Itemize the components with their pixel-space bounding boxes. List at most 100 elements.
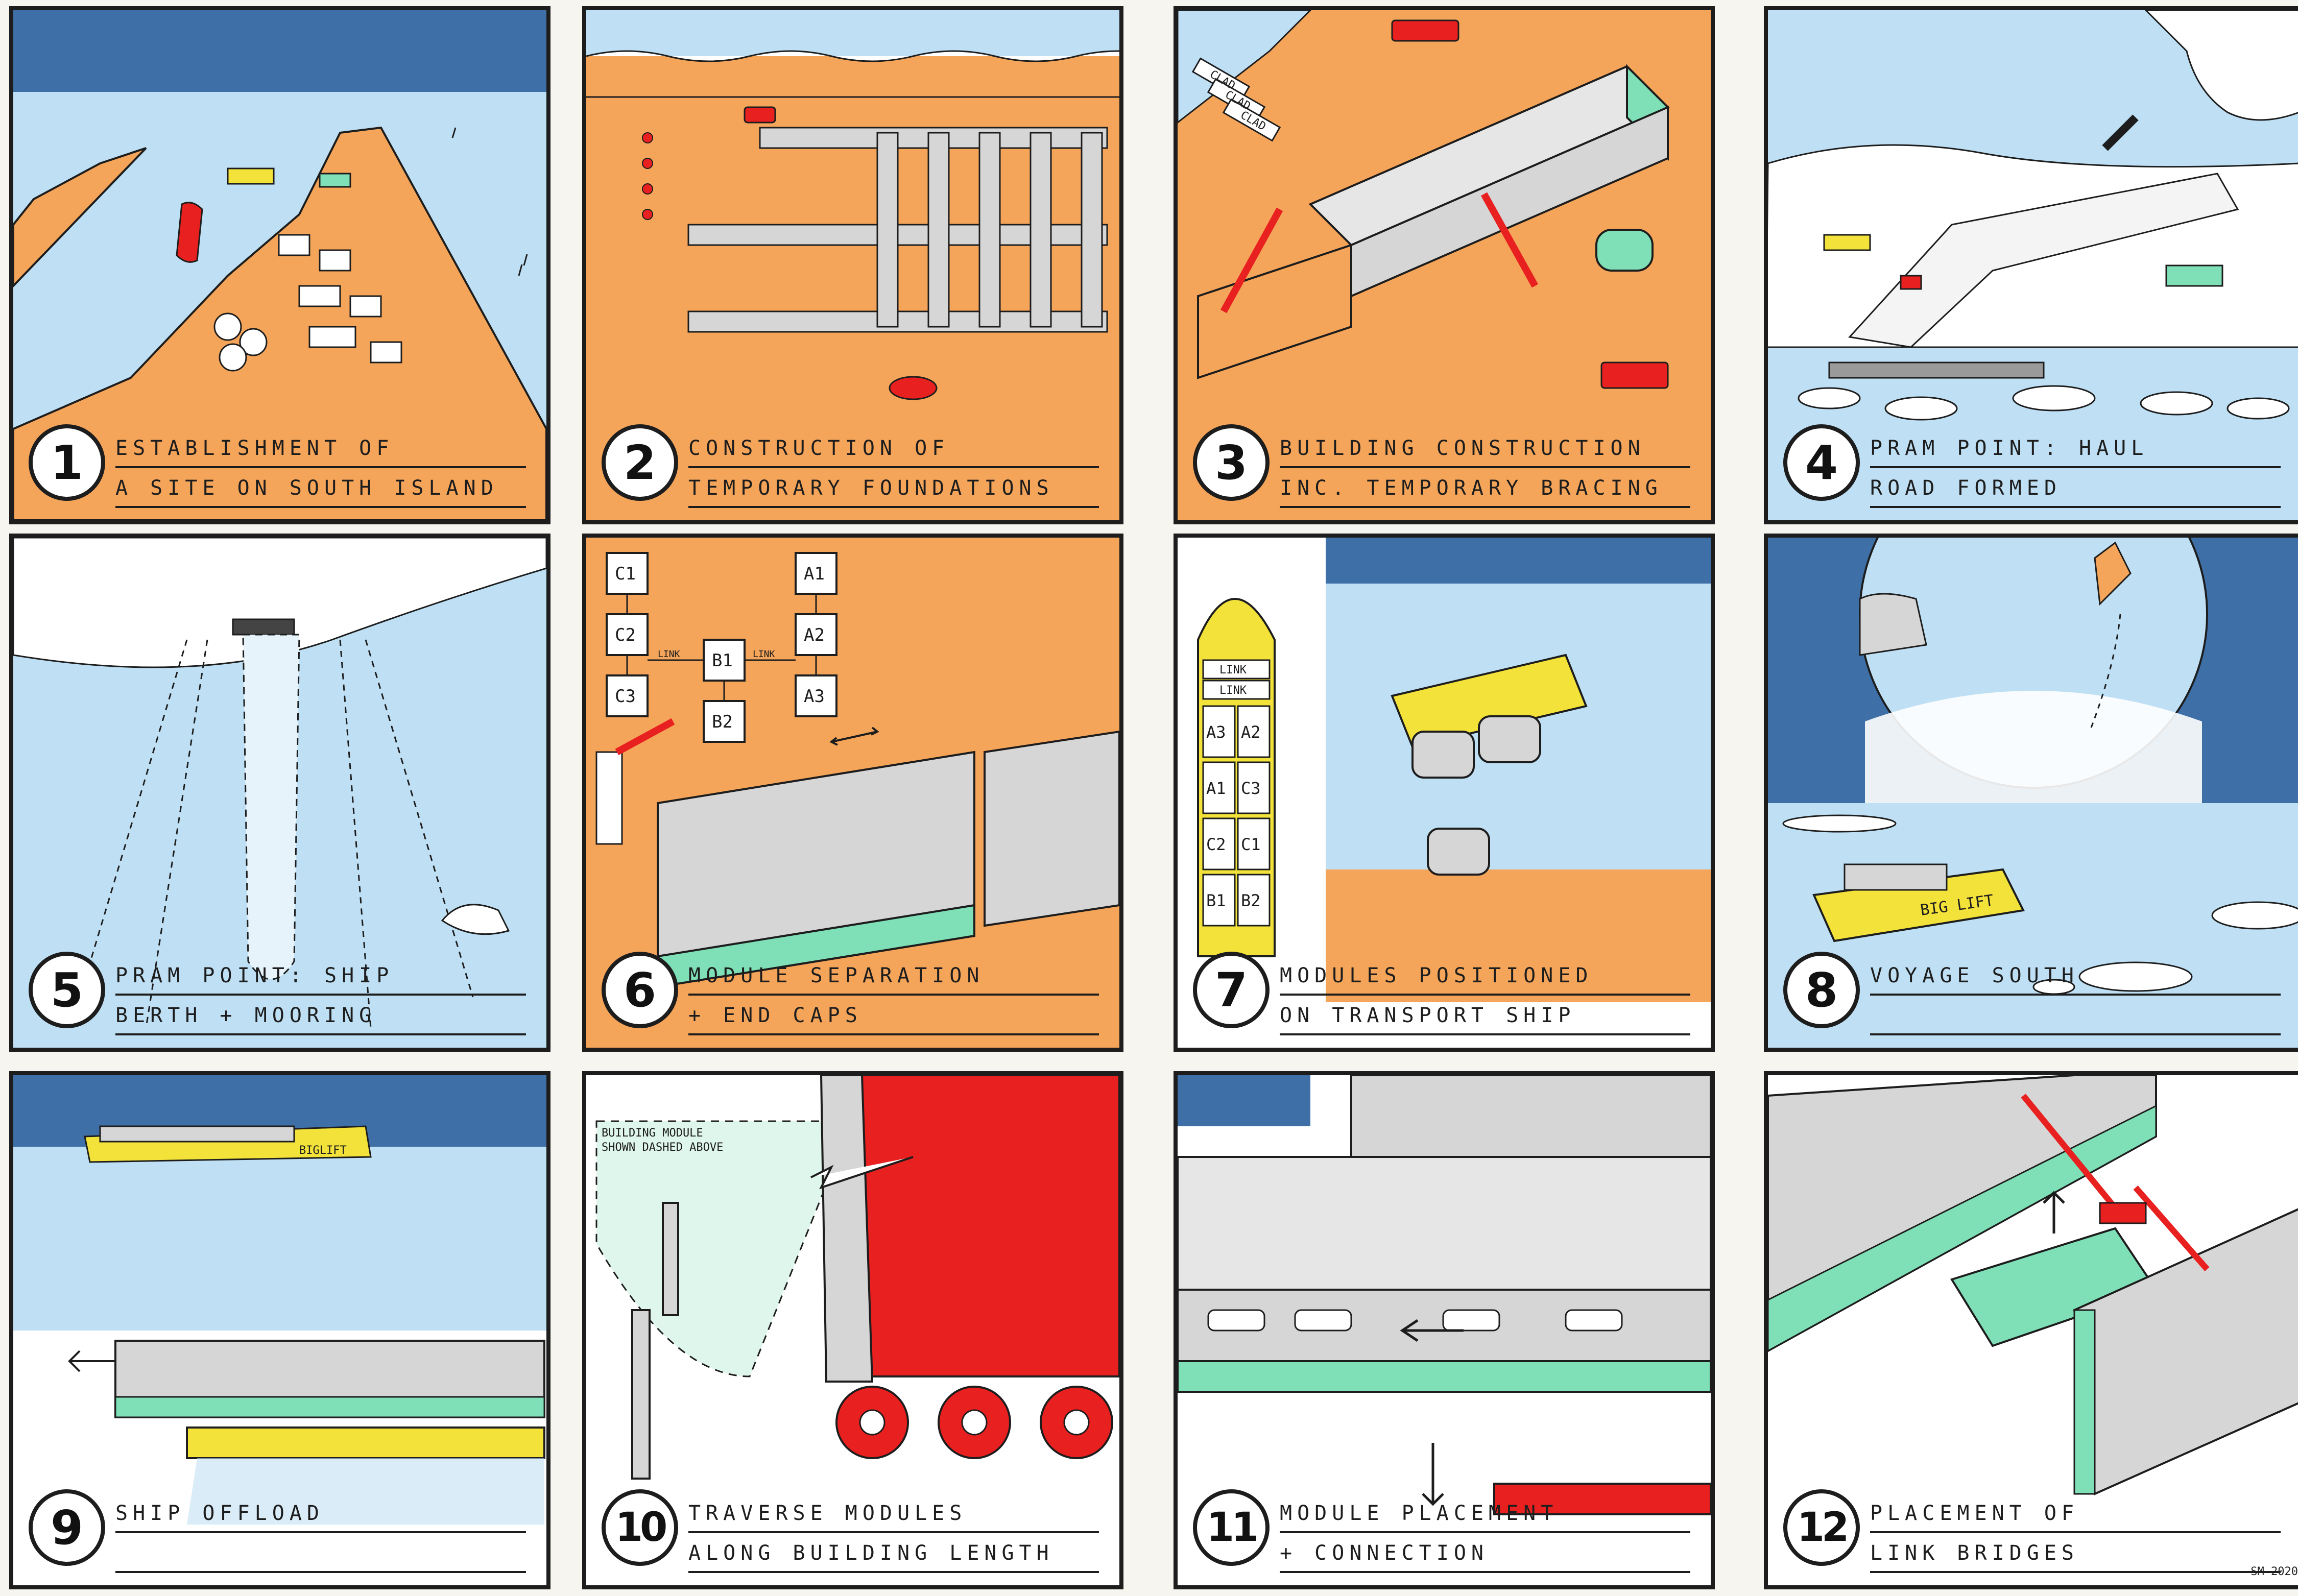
annotation-line: BUILDING MODULE <box>602 1127 703 1140</box>
panel-5: 5 PRAM POINT: SHIP BERTH + MOORING <box>9 534 550 1052</box>
panel-7: LINK LINK A3 A2 A1 C3 C2 C1 B1 B2 7 MODU… <box>1174 534 1715 1052</box>
panel-5-illustration <box>13 538 546 1048</box>
module-a2: A2 <box>804 625 825 645</box>
link-label: LINK <box>753 649 775 660</box>
panel-caption-line2: TEMPORARY FOUNDATIONS <box>688 476 1054 500</box>
ship-cell: A2 <box>1241 722 1261 742</box>
ship-cell: A3 <box>1206 722 1226 742</box>
caption-rule <box>115 506 526 508</box>
caption-rule <box>1280 994 1690 996</box>
panel-10-illustration: BUILDING MODULE SHOWN DASHED ABOVE <box>586 1075 1119 1585</box>
panel-number: 2 <box>602 424 678 501</box>
panel-caption-line1: CONSTRUCTION OF <box>688 437 950 460</box>
panel-6: C1 C2 C3 B1 B2 A1 A2 A3 LINK LINK 6 MODU… <box>582 534 1123 1052</box>
ship-cell: C2 <box>1206 835 1226 854</box>
ship-layout-diagram <box>1197 598 1276 957</box>
panel-caption-line2: INC. TEMPORARY BRACING <box>1280 476 1663 500</box>
panel-number: 8 <box>1783 952 1860 1028</box>
ship-cell: B1 <box>1206 891 1226 910</box>
panel-number: 5 <box>29 952 105 1028</box>
panel-caption-line2: ON TRANSPORT SHIP <box>1280 1004 1576 1027</box>
panel-caption-line2: A SITE ON SOUTH ISLAND <box>115 476 498 500</box>
caption-rule <box>1870 1571 2281 1573</box>
panel-caption-line1: TRAVERSE MODULES <box>688 1502 967 1525</box>
panel-caption-line2: + END CAPS <box>688 1004 863 1027</box>
panel-number: 9 <box>29 1489 105 1566</box>
panel-caption-line2: BERTH + MOORING <box>115 1004 377 1027</box>
panel-number: 6 <box>602 952 678 1028</box>
caption-rule <box>115 1531 526 1533</box>
caption-rule <box>1280 1033 1690 1035</box>
panel-1: 1 ESTABLISHMENT OF A SITE ON SOUTH ISLAN… <box>9 6 550 524</box>
panel-caption-line1: PLACEMENT OF <box>1870 1502 2079 1525</box>
caption-rule <box>1870 1531 2281 1533</box>
panel-number: 3 <box>1193 424 1270 501</box>
panel-8-illustration: BIG LIFT <box>1768 538 2298 1048</box>
panel-caption-line2: ALONG BUILDING LENGTH <box>688 1541 1054 1565</box>
panel-number: 7 <box>1193 952 1270 1028</box>
panel-7-illustration: LINK LINK A3 A2 A1 C3 C2 C1 B1 B2 <box>1178 538 1711 1048</box>
annotation-line: SHOWN DASHED ABOVE <box>602 1141 723 1154</box>
artist-signature: SM 2020 <box>2251 1565 2298 1578</box>
panel-caption-line1: MODULE PLACEMENT <box>1280 1502 1559 1525</box>
panel-4: 4 PRAM POINT: HAUL ROAD FORMED <box>1764 6 2298 524</box>
ship-cell: B2 <box>1241 891 1261 910</box>
caption-rule <box>1870 994 2281 996</box>
link-label: LINK <box>1219 684 1247 697</box>
link-label: LINK <box>1219 664 1247 676</box>
caption-rule <box>115 994 526 996</box>
module-c1: C1 <box>615 564 636 584</box>
caption-rule <box>115 1033 526 1035</box>
module-c3: C3 <box>615 686 636 707</box>
caption-rule <box>1870 466 2281 468</box>
module-a1: A1 <box>804 564 825 584</box>
panel-3: CLAD CLAD CLAD 3 BUILDING CONSTRUCTION I… <box>1174 6 1715 524</box>
caption-rule <box>115 1571 526 1573</box>
caption-rule <box>1280 1531 1690 1533</box>
caption-rule <box>688 506 1099 508</box>
caption-rule <box>1280 466 1690 468</box>
link-label: LINK <box>658 649 680 660</box>
panel-caption-line2: LINK BRIDGES <box>1870 1541 2079 1565</box>
panel-caption-line1: VOYAGE SOUTH <box>1870 964 2079 987</box>
caption-rule <box>688 1571 1099 1573</box>
panel-caption-line1: PRAM POINT: SHIP <box>115 964 394 987</box>
caption-rule <box>688 466 1099 468</box>
panel-caption-line1: ESTABLISHMENT OF <box>115 437 394 460</box>
panel-caption-line1: BUILDING CONSTRUCTION <box>1280 437 1645 460</box>
caption-rule <box>1870 1033 2281 1035</box>
module-c2: C2 <box>615 625 636 645</box>
caption-rule <box>688 1531 1099 1533</box>
panel-number: 1 <box>29 424 105 501</box>
module-b2: B2 <box>712 712 733 732</box>
module-a3: A3 <box>804 686 825 707</box>
panel-12: 12 PLACEMENT OF LINK BRIDGES SM 2020 <box>1764 1071 2298 1589</box>
panel-caption-line1: SHIP OFFLOAD <box>115 1502 324 1525</box>
panel-number: 11 <box>1193 1489 1270 1566</box>
caption-rule <box>1870 506 2281 508</box>
panel-11-illustration <box>1178 1075 1711 1585</box>
panel-9-illustration: BIGLIFT <box>13 1075 546 1585</box>
panel-9: BIGLIFT 9 SHIP OFFLOAD <box>9 1071 550 1589</box>
panel-6-illustration: C1 C2 C3 B1 B2 A1 A2 A3 LINK LINK <box>586 538 1119 1048</box>
panel-3-illustration: CLAD CLAD CLAD <box>1178 10 1711 520</box>
ship-cell: C3 <box>1241 779 1261 798</box>
caption-rule <box>688 1033 1099 1035</box>
panel-2: 2 CONSTRUCTION OF TEMPORARY FOUNDATIONS <box>582 6 1123 524</box>
panel-caption-line2: + CONNECTION <box>1280 1541 1489 1565</box>
panel-4-illustration <box>1768 10 2298 520</box>
ship-name: BIGLIFT <box>299 1144 347 1157</box>
module-b1: B1 <box>712 650 733 671</box>
caption-rule <box>688 994 1099 996</box>
caption-rule <box>115 466 526 468</box>
panel-caption-line1: MODULES POSITIONED <box>1280 964 1593 987</box>
panel-caption-line1: PRAM POINT: HAUL <box>1870 437 2149 460</box>
panel-number: 4 <box>1783 424 1860 501</box>
panel-10: BUILDING MODULE SHOWN DASHED ABOVE 10 TR… <box>582 1071 1123 1589</box>
panel-number: 10 <box>602 1489 678 1566</box>
panel-caption-line1: MODULE SEPARATION <box>688 964 985 987</box>
panel-8: BIG LIFT 8 VOYAGE SOUTH <box>1764 534 2298 1052</box>
panel-caption-line2: ROAD FORMED <box>1870 476 2062 500</box>
ship-cell: A1 <box>1206 779 1226 798</box>
ship-cell: C1 <box>1241 835 1261 854</box>
